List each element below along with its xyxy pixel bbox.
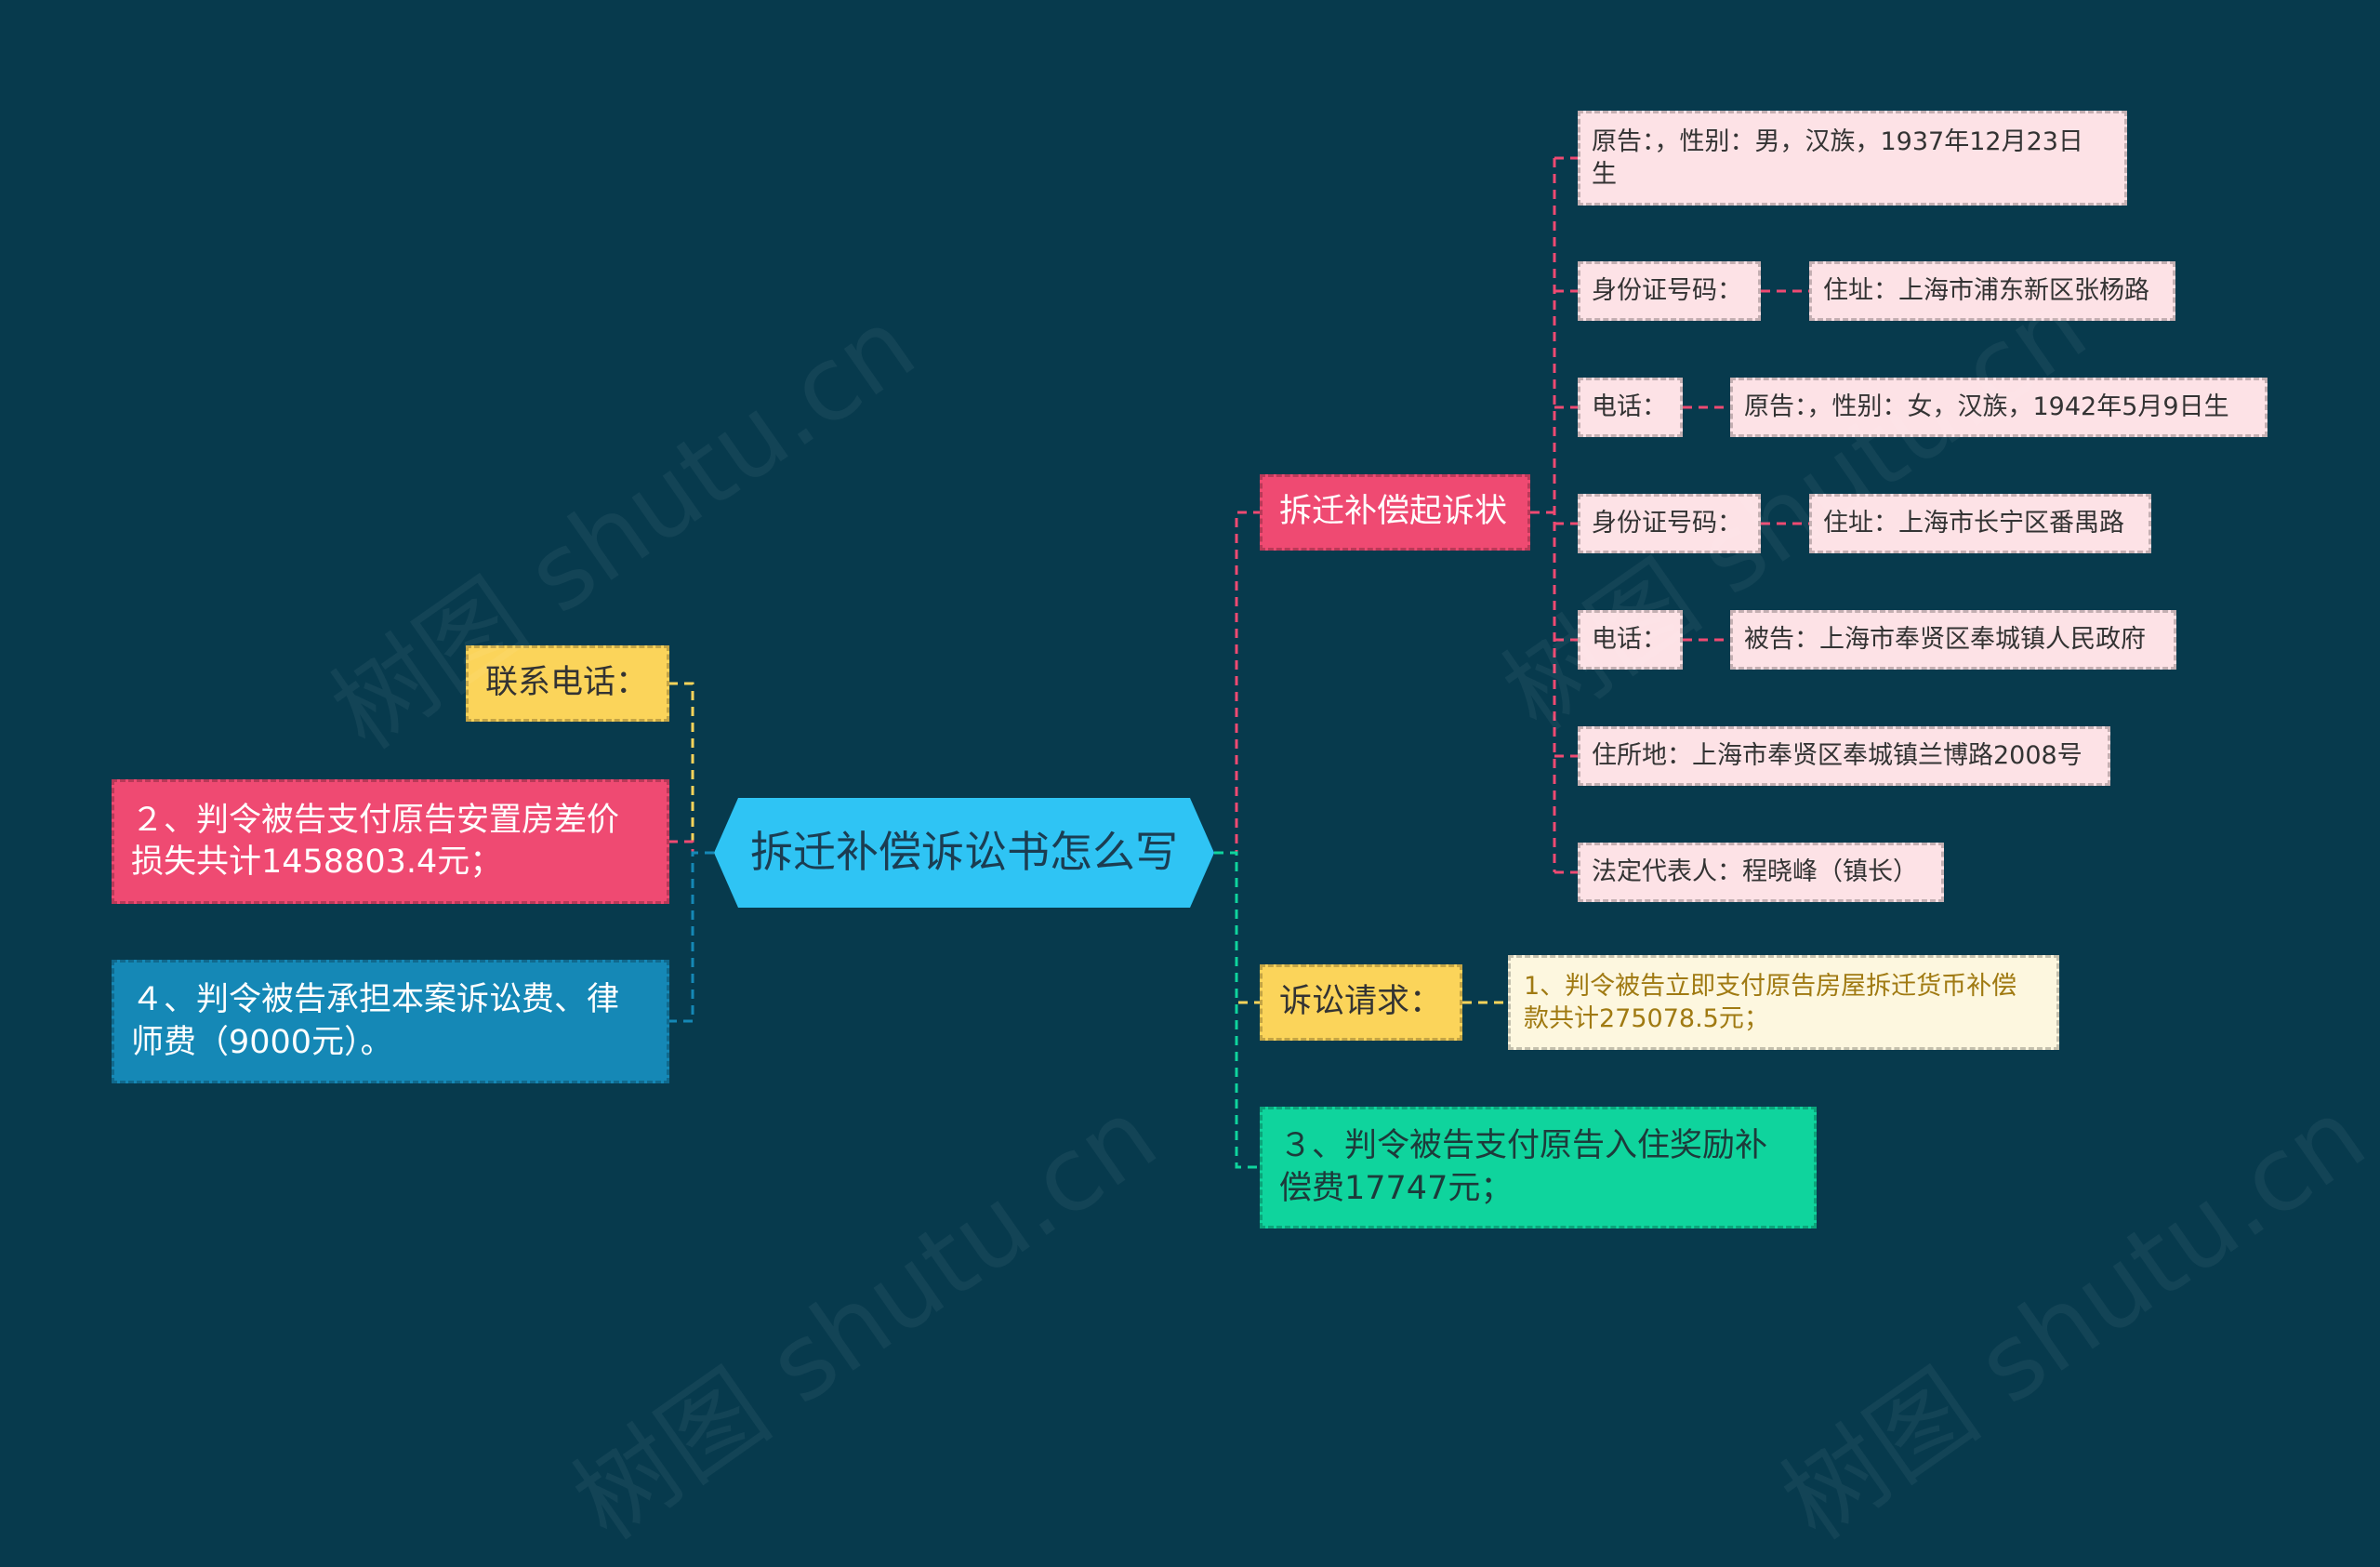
item-plaintiff-2[interactable]: 原告：，性别：女，汉族，1942年5月9日生 (1730, 378, 2268, 437)
topic-claims[interactable]: 诉讼请求： (1260, 964, 1462, 1041)
item-address-1-label: 住址：上海市浦东新区张杨路 (1823, 276, 2149, 306)
item-id-2[interactable]: 身份证号码： (1578, 494, 1761, 553)
topic-claim-2-label: ２、判令被告支付原告安置房差价 损失共计1458803.4元； (131, 801, 620, 882)
item-id-2-label: 身份证号码： (1592, 509, 1742, 538)
item-defendant-label: 被告：上海市奉贤区奉城镇人民政府 (1744, 625, 2146, 655)
topic-claims-label: 诉讼请求： (1279, 983, 1443, 1021)
item-phone-1[interactable]: 电话： (1578, 378, 1683, 437)
claim-item-1-label: 1、判令被告立即支付原告房屋拆迁货币补偿 款共计275078.5元； (1524, 971, 2017, 1033)
item-legal-rep[interactable]: 法定代表人：程晓峰（镇长） (1578, 843, 1944, 902)
central-topic[interactable]: 拆迁补偿诉讼书怎么写 (714, 798, 1214, 908)
item-address-2[interactable]: 住址：上海市长宁区番禺路 (1809, 494, 2151, 553)
item-address-2-label: 住址：上海市长宁区番禺路 (1823, 509, 2124, 538)
item-defendant-address-label: 住所地：上海市奉贤区奉城镇兰博路2008号 (1592, 741, 2082, 771)
item-id-1[interactable]: 身份证号码： (1578, 261, 1761, 321)
item-legal-rep-label: 法定代表人：程晓峰（镇长） (1592, 857, 1918, 887)
item-defendant-address[interactable]: 住所地：上海市奉贤区奉城镇兰博路2008号 (1578, 726, 2110, 786)
topic-contact-label: 联系电话： (485, 664, 649, 702)
claim-item-1[interactable]: 1、判令被告立即支付原告房屋拆迁货币补偿 款共计275078.5元； (1508, 955, 2059, 1050)
topic-claim-4-label: ４、判令被告承担本案诉讼费、律 师费（9000元）。 (131, 981, 620, 1061)
topic-contact[interactable]: 联系电话： (466, 645, 669, 722)
item-phone-2[interactable]: 电话： (1578, 610, 1683, 670)
item-plaintiff-1-label: 原告：，性别：男，汉族，1937年12月23日 生 (1592, 126, 2083, 189)
link-center-item3 (1214, 851, 1260, 1169)
item-plaintiff-2-label: 原告：，性别：女，汉族，1942年5月9日生 (1744, 392, 2229, 422)
topic-complaint-label: 拆迁补偿起诉状 (1279, 493, 1508, 531)
item-plaintiff-1[interactable]: 原告：，性别：男，汉族，1937年12月23日 生 (1578, 111, 2127, 206)
link-center-contact (669, 682, 714, 855)
topic-claim-3[interactable]: ３、判令被告支付原告入住奖励补 偿费17747元； (1260, 1107, 1817, 1228)
central-hexagon-shape (714, 798, 1214, 908)
central-topic-label: 拆迁补偿诉讼书怎么写 (750, 827, 1178, 878)
item-phone-2-label: 电话： (1592, 625, 1667, 655)
item-id-1-label: 身份证号码： (1592, 276, 1742, 306)
item-phone-1-label: 电话： (1592, 392, 1667, 422)
mindmap-canvas: 拆迁补偿诉讼书怎么写 拆迁补偿起诉状 原告：，性别：男，汉族，1937年12月2… (112, 111, 2380, 1562)
link-center-item2 (669, 840, 714, 855)
topic-claim-3-label: ３、判令被告支付原告入住奖励补 偿费17747元； (1279, 1127, 1768, 1207)
topic-claim-4[interactable]: ４、判令被告承担本案诉讼费、律 师费（9000元）。 (112, 960, 669, 1083)
topic-claim-2[interactable]: ２、判令被告支付原告安置房差价 损失共计1458803.4元； (112, 779, 669, 904)
topic-complaint[interactable]: 拆迁补偿起诉状 (1260, 474, 1530, 551)
connector-lines (669, 156, 1809, 1169)
item-defendant[interactable]: 被告：上海市奉贤区奉城镇人民政府 (1730, 610, 2176, 670)
item-address-1[interactable]: 住址：上海市浦东新区张杨路 (1809, 261, 2175, 321)
link-center-item4 (669, 851, 714, 1023)
link-center-complaint (1214, 511, 1260, 855)
